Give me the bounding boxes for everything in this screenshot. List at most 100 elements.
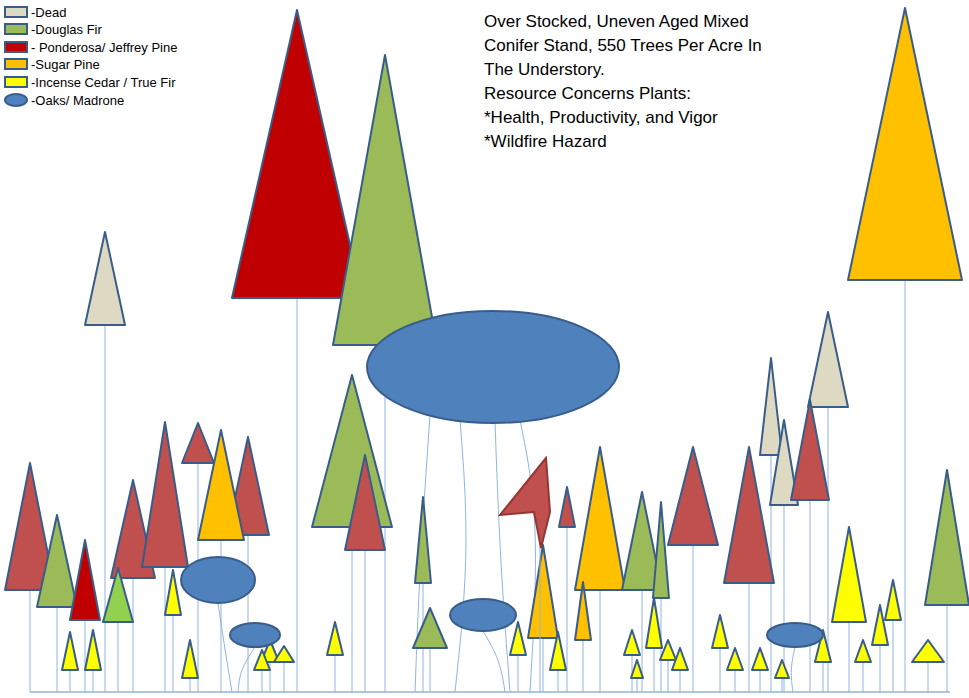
tree-stem	[668, 660, 669, 692]
tree-crowns	[5, 8, 969, 692]
note-text: Over Stocked, Uneven Aged Mixed Conifer …	[484, 10, 784, 82]
tree-stem	[297, 298, 298, 692]
tree-stem	[118, 622, 119, 692]
legend-entry: -Douglas Fir	[4, 21, 102, 37]
tree-stem	[749, 583, 750, 692]
legend-label: -Dead	[31, 5, 66, 20]
tree-crown	[85, 630, 101, 670]
tree-crown	[327, 622, 343, 655]
tree-crown	[559, 487, 575, 527]
legend-label: -Oaks/ Madrone	[31, 93, 124, 108]
tree-crown	[232, 10, 362, 298]
tree-crown	[198, 430, 244, 540]
tree-stem	[600, 590, 601, 692]
tree-crown	[631, 660, 643, 678]
legend-entry: - Ponderosa/ Jeffrey Pine	[4, 39, 177, 55]
tree-crown	[62, 632, 78, 670]
oak-stem	[238, 647, 255, 692]
oak-crown	[230, 623, 280, 647]
legend-entry: -Oaks/ Madrone	[4, 92, 124, 108]
tree-stem	[654, 648, 655, 692]
tree-stem	[905, 280, 906, 692]
tree-stem	[365, 550, 366, 692]
tree-stem	[262, 670, 263, 692]
tree-crown	[70, 540, 100, 620]
legend-entry: -Sugar Pine	[4, 56, 100, 72]
tree-stem	[284, 662, 285, 692]
tree-stem	[540, 540, 541, 692]
tree-crown	[808, 312, 848, 407]
tree-stem	[810, 500, 811, 692]
legend-entry: -Incense Cedar / True Fir	[4, 74, 176, 90]
tree-crown	[727, 648, 743, 670]
legend-entry: -Dead	[4, 4, 66, 20]
tree-stem	[893, 620, 894, 692]
tree-stem	[173, 615, 174, 692]
tree-crown	[165, 570, 181, 615]
tree-stem	[57, 607, 58, 692]
tree-stem	[760, 670, 761, 692]
tree-crown	[832, 527, 866, 622]
tree-crown	[37, 515, 77, 607]
tree-crown	[872, 605, 888, 645]
legend-label: -Sugar Pine	[31, 57, 100, 72]
tree-crown	[510, 622, 526, 655]
tree-stem	[720, 648, 721, 692]
ground-line	[30, 691, 950, 693]
tree-stem	[880, 645, 881, 692]
tree-stem	[583, 640, 584, 692]
tree-crown	[791, 400, 829, 500]
tree-crown	[855, 640, 871, 662]
tree-crown	[724, 447, 774, 583]
tree-stem	[849, 622, 850, 692]
oak-stem	[415, 415, 430, 692]
tree-stem	[680, 670, 681, 692]
tree-crown	[752, 648, 768, 670]
tree-crown	[103, 568, 133, 622]
tree-stem	[190, 678, 191, 692]
tree-stem	[637, 678, 638, 692]
tree-stem	[823, 662, 824, 692]
stand-note: Over Stocked, Uneven Aged Mixed Conifer …	[484, 10, 784, 154]
legend-label: -Incense Cedar / True Fir	[31, 75, 176, 90]
oak-stem	[483, 631, 505, 692]
tree-stem	[735, 670, 736, 692]
tree-crown	[653, 502, 669, 598]
legend-swatch	[4, 76, 28, 88]
tree-stem	[248, 535, 249, 692]
legend-label: - Ponderosa/ Jeffrey Pine	[31, 40, 177, 55]
tree-stem	[543, 638, 544, 692]
oak-stem	[791, 647, 795, 692]
tree-crown	[575, 582, 591, 640]
legend-swatch	[4, 41, 28, 53]
tree-crown	[760, 358, 782, 455]
oak-crown	[450, 599, 516, 631]
tree-crown	[528, 545, 558, 638]
tree-crown	[848, 8, 962, 280]
tree-crown	[182, 423, 214, 463]
tree-crown	[274, 646, 294, 662]
tree-crown	[413, 608, 447, 648]
tree-stem	[863, 662, 864, 692]
note-text: *Health, Productivity, and Vigor	[484, 106, 784, 130]
tree-stem	[518, 655, 519, 692]
oak-stem	[455, 420, 466, 692]
tree-crown	[624, 630, 640, 655]
tree-crown	[646, 598, 662, 648]
tree-stem	[165, 567, 166, 692]
tree-stem	[567, 527, 568, 692]
note-text: *Wildfire Hazard	[484, 130, 784, 154]
tree-stem	[335, 655, 336, 692]
tree-crown	[885, 580, 901, 620]
tree-stem	[693, 545, 694, 692]
tree-crown	[550, 632, 566, 670]
tree-stem	[558, 670, 559, 692]
tree-crown	[660, 640, 676, 660]
oak-crown	[181, 557, 255, 603]
tree-stem	[93, 670, 94, 692]
tree-crown	[668, 447, 718, 545]
tree-stem	[782, 678, 783, 692]
legend-swatch	[4, 23, 28, 35]
